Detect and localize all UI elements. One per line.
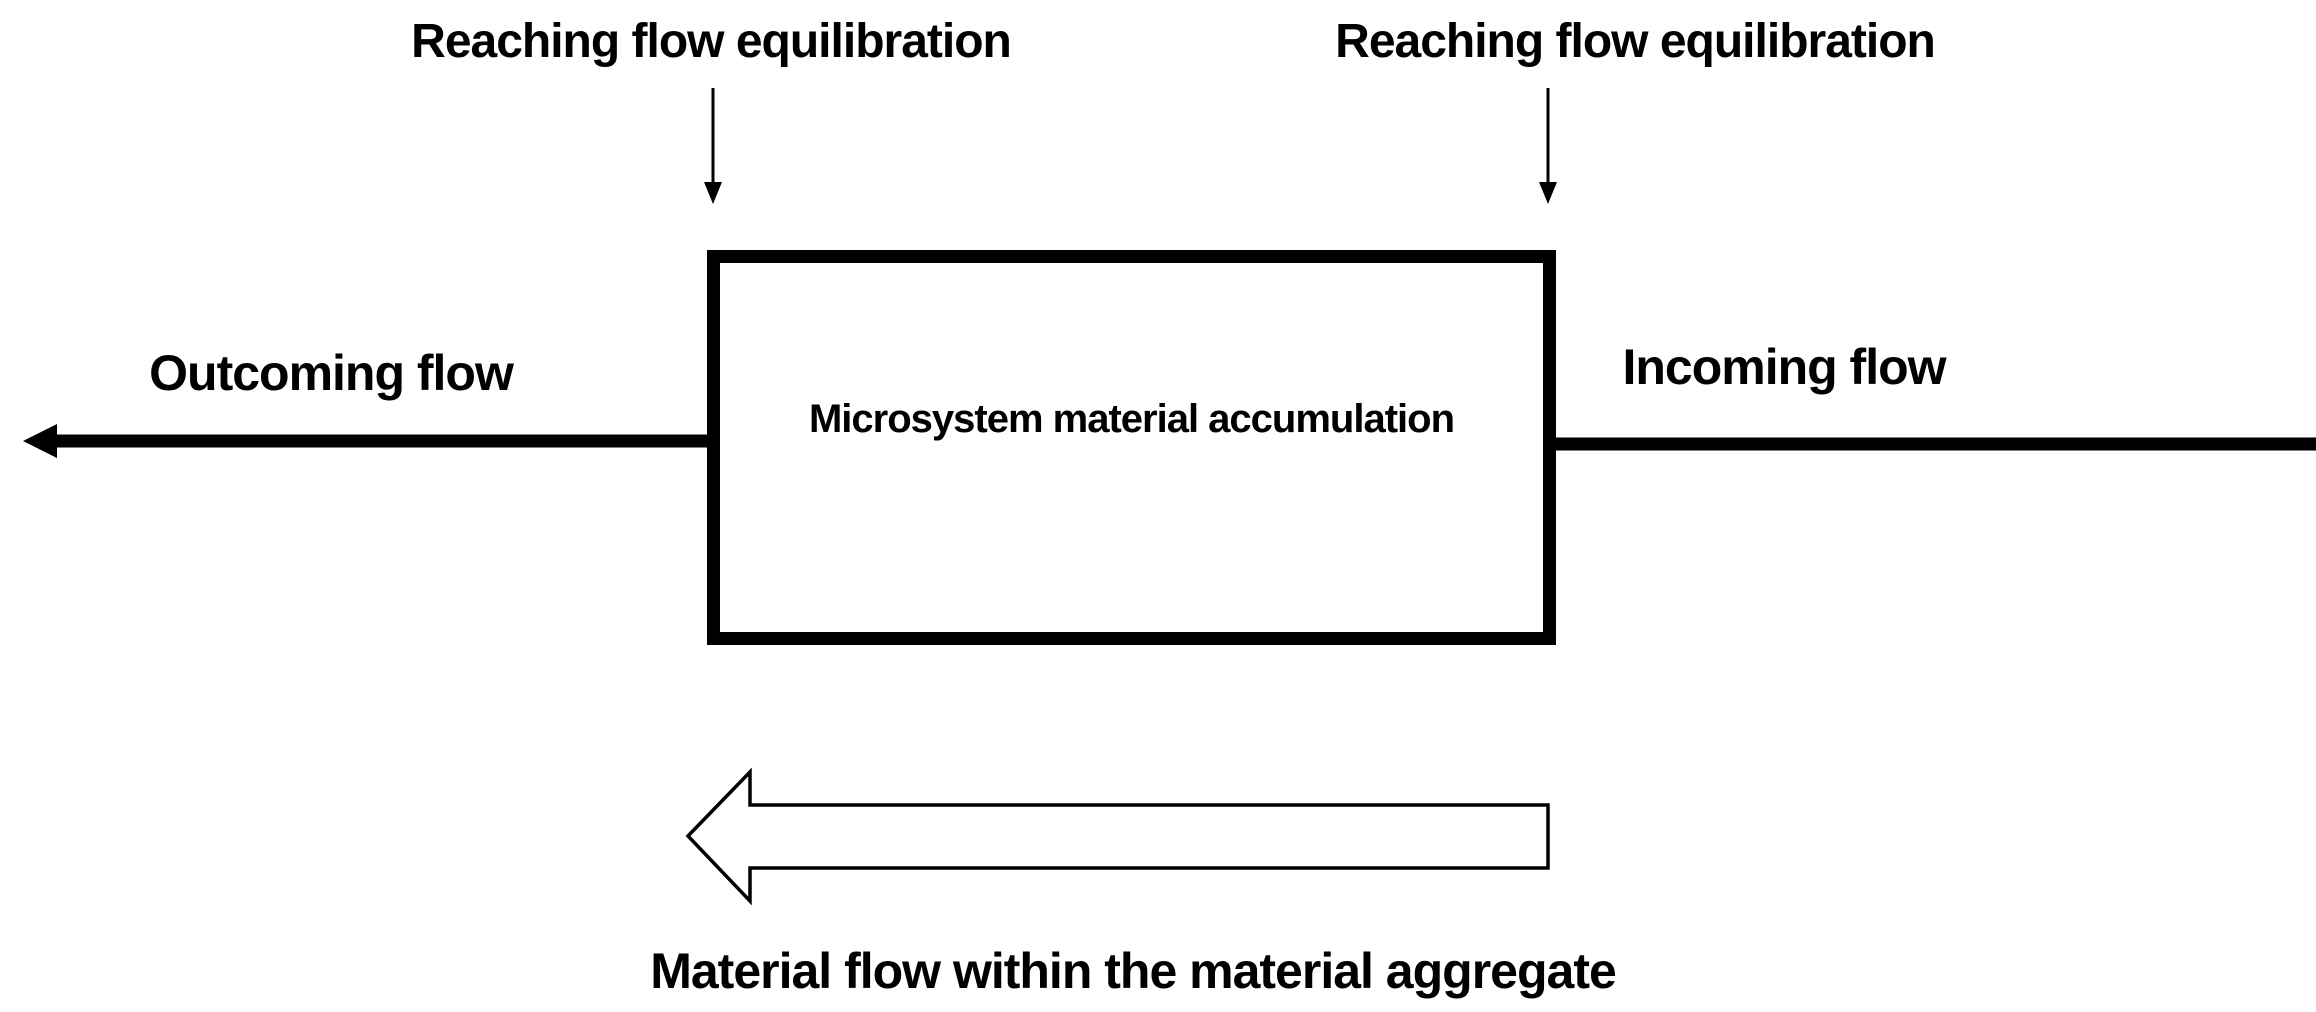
equilibration-label-left: Reaching flow equilibration <box>411 15 1012 68</box>
outcoming-flow-arrow <box>23 424 710 458</box>
equilibration-arrow-right <box>1539 88 1557 204</box>
material-flow-caption: Material flow within the material aggreg… <box>650 943 1617 999</box>
equilibration-arrow-left <box>704 88 722 204</box>
microsystem-box: Microsystem material accumulation <box>707 250 1556 645</box>
equilibration-label-right: Reaching flow equilibration <box>1335 15 1936 68</box>
incoming-flow-label: Incoming flow <box>1622 339 1946 395</box>
outcoming-flow-label: Outcoming flow <box>149 345 514 401</box>
microsystem-box-label: Microsystem material accumulation <box>808 397 1455 441</box>
material-flow-hollow-arrow <box>685 767 1550 906</box>
